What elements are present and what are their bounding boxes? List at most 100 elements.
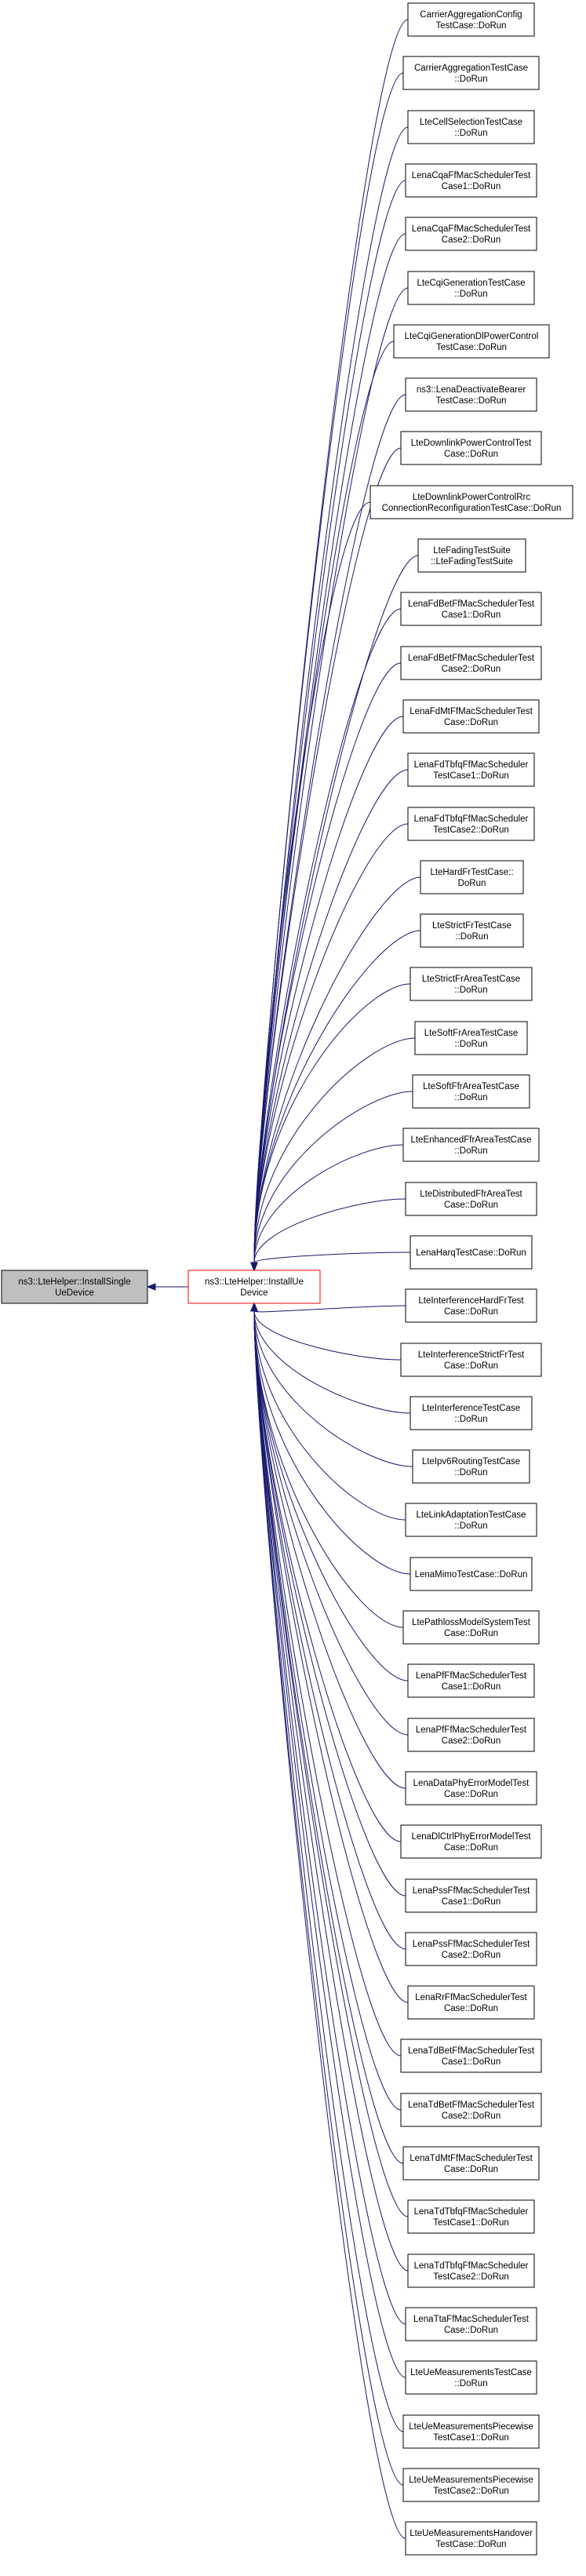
call-edge [253, 1310, 402, 2111]
caller-node[interactable]: LenaHarqTestCase::DoRun [409, 1235, 533, 1270]
caller-node-box [405, 377, 537, 412]
caller-node-box [405, 1288, 537, 1323]
caller-node-label-line: LteDistributedFfrAreaTest [420, 1190, 522, 1199]
caller-node-label-line: TestCase1::DoRun [433, 771, 509, 781]
caller-node-label-line: ::DoRun [454, 290, 487, 299]
caller-node[interactable]: LteInterferenceTestCase::DoRun [409, 1396, 533, 1430]
call-edge [253, 1310, 406, 2378]
caller-node[interactable]: LenaMimoTestCase::DoRun [409, 1557, 533, 1591]
caller-node-box [402, 56, 540, 90]
caller-node-label-line: LenaTdTbfqFfMacScheduler [414, 2261, 529, 2271]
caller-node-label-line: LteCellSelectionTestCase [420, 118, 522, 127]
caller-node-label-line: TestCase1::DoRun [433, 2218, 509, 2228]
caller-node-box [409, 1235, 533, 1270]
call-edge [253, 876, 421, 1263]
caller-node-box [400, 2093, 542, 2127]
caller-node[interactable]: LteUeMeasurementsPiecewiseTestCase1::DoR… [402, 2414, 540, 2449]
caller-node-box [369, 485, 573, 519]
caller-node-label-line: Case::DoRun [444, 1307, 498, 1317]
caller-node[interactable]: LteStrictFrAreaTestCase::DoRun [409, 967, 533, 1001]
caller-node-box [407, 1663, 535, 1698]
caller-node[interactable]: CarrierAggregationTestCase::DoRun [402, 56, 540, 90]
caller-node[interactable]: LteSoftFfrAreaTestCase::DoRun [412, 1074, 530, 1109]
call-edge [253, 1310, 409, 2272]
call-edge [253, 1310, 409, 1682]
caller-node-box [405, 217, 537, 251]
edge-arrowhead [146, 1283, 156, 1291]
caller-node-box [407, 2199, 535, 2234]
caller-node-label-line: Case::DoRun [444, 1361, 498, 1371]
caller-node[interactable]: LteIpv6RoutingTestCase::DoRun [412, 1449, 530, 1484]
caller-node-label-line: LteDownlinkPowerControlTest [411, 439, 532, 448]
caller-node[interactable]: LteStrictFrTestCase::DoRun [420, 913, 524, 948]
caller-node-label-line: TestCase::DoRun [436, 343, 507, 352]
caller-node[interactable]: LteCellSelectionTestCase::DoRun [407, 110, 535, 144]
caller-node-label-line: ::DoRun [454, 986, 487, 995]
caller-node[interactable]: LteEnhancedFfrAreaTestCase::DoRun [402, 1128, 540, 1162]
root-node-label-line: UeDevice [55, 1288, 94, 1298]
call-edge [253, 1310, 406, 2325]
root-node-box [1, 1270, 148, 1304]
caller-node-label-line: Case::DoRun [444, 2326, 498, 2335]
call-edge [253, 1037, 416, 1263]
caller-node[interactable]: LteCqiGenerationDlPowerControlTestCase::… [393, 324, 550, 359]
call-edge [253, 1310, 406, 1789]
caller-node-box [409, 1557, 533, 1591]
caller-node-label-line: Case::DoRun [444, 1843, 498, 1853]
caller-node-box [402, 1128, 540, 1162]
caller-node-box [420, 860, 524, 894]
call-edge [253, 180, 406, 1263]
caller-node-label-line: LteLinkAdaptationTestCase [416, 1510, 526, 1520]
call-edge [253, 823, 409, 1263]
caller-node-label-line: LenaDlCtrlPhyErrorModelTest [411, 1832, 531, 1842]
caller-node[interactable]: LteSoftFrAreaTestCase::DoRun [414, 1021, 528, 1055]
caller-node[interactable]: LteLinkAdaptationTestCase::DoRun [405, 1503, 537, 1537]
caller-node-label-line: ::LteFadingTestSuite [431, 557, 513, 567]
caller-node-label-line: TestCase2::DoRun [433, 2487, 509, 2496]
caller-node[interactable]: LteUeMeasurementsPiecewiseTestCase2::DoR… [402, 2468, 540, 2502]
call-edge [253, 1310, 404, 2164]
edge-arrowhead [250, 1302, 258, 1312]
caller-node[interactable]: LteHardFrTestCase::DoRun [420, 860, 524, 894]
caller-node-label-line: Case1::DoRun [442, 182, 500, 191]
caller-node-label-line: LteCqiGenerationTestCase [417, 279, 525, 288]
call-edge [253, 662, 402, 1263]
caller-node-label-line: Case::DoRun [444, 1629, 498, 1638]
caller-node[interactable]: LteUeMeasurementsTestCase::DoRun [405, 2360, 537, 2395]
caller-node[interactable]: LteDownlinkPowerControlRrcConnectionReco… [369, 485, 573, 519]
caller-node[interactable]: LteFadingTestSuite::LteFadingTestSuite [417, 538, 526, 573]
caller-node-label-line: Case1::DoRun [442, 2057, 500, 2067]
caller-node[interactable]: LteCqiGenerationTestCase::DoRun [407, 271, 535, 305]
caller-node-label-line: LenaMimoTestCase::DoRun [415, 1570, 528, 1579]
